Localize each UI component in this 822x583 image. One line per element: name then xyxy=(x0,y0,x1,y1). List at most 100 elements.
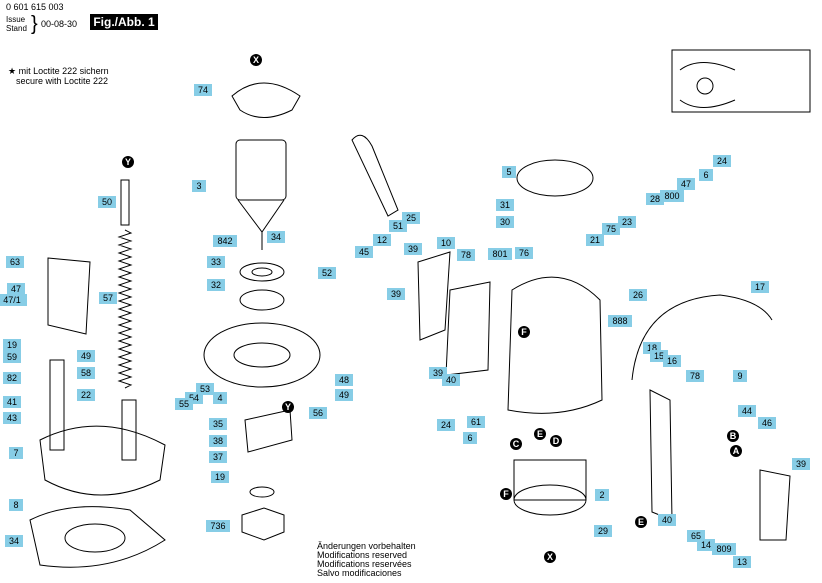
callout-text: Y xyxy=(125,157,131,167)
nut-drawing xyxy=(241,507,285,541)
callout-text: D xyxy=(553,436,560,446)
bearing-drawing xyxy=(239,289,285,311)
part-label-809: 809 xyxy=(712,543,736,555)
part-label-box xyxy=(677,178,695,190)
callout-y: Y xyxy=(282,401,294,413)
callout-circle xyxy=(544,551,556,563)
part-label-text: 29 xyxy=(598,526,608,536)
callout-y: Y xyxy=(122,156,134,168)
part-label-50: 50 xyxy=(98,196,116,208)
part-label-box xyxy=(0,294,27,306)
part-label-text: 40 xyxy=(662,515,672,525)
part-label-box xyxy=(442,374,460,386)
callout-f: F xyxy=(500,488,512,500)
part-label-39: 39 xyxy=(387,288,405,300)
part-drawings xyxy=(29,49,811,568)
callout-text: E xyxy=(537,429,543,439)
part-label-text: 63 xyxy=(10,257,20,267)
part-label-7: 7 xyxy=(9,447,23,459)
part-label-76: 76 xyxy=(515,247,533,259)
part-label-text: 47 xyxy=(681,179,691,189)
router-base-drawing xyxy=(39,425,166,496)
clamp-plate-drawing xyxy=(244,409,293,453)
callout-circle xyxy=(635,516,647,528)
part-label-text: 59 xyxy=(7,352,17,362)
part-label-6: 6 xyxy=(699,169,713,181)
part-label-37: 37 xyxy=(209,451,227,463)
part-label-33: 33 xyxy=(207,256,225,268)
footer-line-fr: Modifications reservées xyxy=(317,559,412,569)
part-label-box xyxy=(437,237,455,249)
part-label-35: 35 xyxy=(209,418,227,430)
part-label-box xyxy=(660,190,684,202)
part-label-text: 38 xyxy=(213,436,223,446)
wiring-schematic-drawing xyxy=(671,49,811,113)
callout-f: F xyxy=(518,326,530,338)
part-label-text: 40 xyxy=(446,375,456,385)
part-label-box xyxy=(629,289,647,301)
part-label-52: 52 xyxy=(318,267,336,279)
callout-text: X xyxy=(547,552,553,562)
callout-text: X xyxy=(253,55,259,65)
part-label-box xyxy=(207,256,225,268)
part-label-box xyxy=(792,458,810,470)
part-label-45: 45 xyxy=(355,246,373,258)
callout-e: E xyxy=(635,516,647,528)
rod-drawing xyxy=(120,179,130,226)
part-label-23: 23 xyxy=(618,216,636,228)
part-label-text: 78 xyxy=(690,371,700,381)
part-label-box xyxy=(213,235,237,247)
part-label-text: 78 xyxy=(461,250,471,260)
callout-d: D xyxy=(550,435,562,447)
callout-text: F xyxy=(521,327,527,337)
part-label-box xyxy=(496,216,514,228)
part-label-text: 888 xyxy=(612,316,627,326)
stand-label: Stand xyxy=(6,24,27,33)
part-label-box xyxy=(6,256,24,268)
part-label-842: 842 xyxy=(213,235,237,247)
power-cord-drawing xyxy=(631,294,773,381)
plunge-post-right-drawing xyxy=(121,399,137,461)
part-label-box xyxy=(192,180,206,192)
part-label-text: 34 xyxy=(9,536,19,546)
part-label-4: 4 xyxy=(213,392,227,404)
part-label-text: 12 xyxy=(377,235,387,245)
part-label-47: 47 xyxy=(7,283,25,295)
callout-circle xyxy=(727,430,739,442)
part-label-text: 32 xyxy=(211,280,221,290)
part-label-40: 40 xyxy=(442,374,460,386)
part-label-text: 48 xyxy=(339,375,349,385)
part-label-text: 57 xyxy=(103,293,113,303)
part-label-49: 49 xyxy=(77,350,95,362)
part-label-text: 45 xyxy=(359,247,369,257)
part-label-box xyxy=(9,447,23,459)
part-label-text: 49 xyxy=(81,351,91,361)
part-label-text: 47 xyxy=(11,284,21,294)
part-label-text: 10 xyxy=(441,238,451,248)
part-label-box xyxy=(758,417,776,429)
part-label-text: 39 xyxy=(408,244,418,254)
part-label-box xyxy=(3,412,21,424)
part-label-46: 46 xyxy=(758,417,776,429)
callout-text: F xyxy=(503,489,509,499)
part-label-text: 37 xyxy=(213,452,223,462)
part-label-text: 736 xyxy=(210,521,225,531)
part-label-text: 801 xyxy=(492,249,507,259)
issue-label: Issue xyxy=(6,15,26,24)
callout-text: Y xyxy=(285,402,291,412)
part-label-box xyxy=(335,374,353,386)
part-label-736: 736 xyxy=(206,520,230,532)
part-label-text: 52 xyxy=(322,268,332,278)
part-label-box xyxy=(463,432,477,444)
part-label-56: 56 xyxy=(309,407,327,419)
part-label-34: 34 xyxy=(5,535,23,547)
motor-housing-drawing xyxy=(507,276,603,414)
part-label-box xyxy=(586,234,604,246)
part-label-text: 8 xyxy=(13,500,18,510)
part-label-30: 30 xyxy=(496,216,514,228)
part-label-text: 16 xyxy=(667,356,677,366)
part-label-box xyxy=(207,279,225,291)
callout-circle xyxy=(250,54,262,66)
footer-line-en: Modifications reserved xyxy=(317,550,408,560)
part-label-75: 75 xyxy=(602,223,620,235)
